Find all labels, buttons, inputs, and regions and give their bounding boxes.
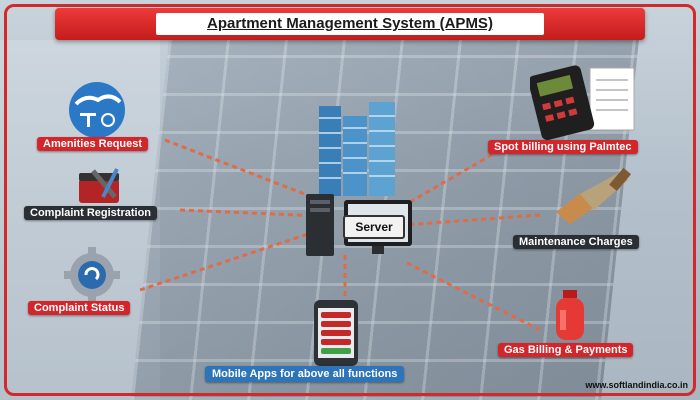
gear-icon <box>64 247 120 303</box>
amenities-request-label: Amenities Request <box>37 137 149 151</box>
website-url: www.softlandindia.co.in <box>585 380 688 390</box>
page-title: Apartment Management System (APMS) <box>207 15 493 32</box>
complaint-registration-label: Complaint Registration <box>24 206 158 220</box>
brush-icon <box>556 168 632 224</box>
connector-gas <box>404 260 541 332</box>
outer-frame <box>4 4 696 396</box>
gas-cylinder-icon <box>556 290 584 340</box>
spot-billing-label: Spot billing using Palmtec <box>488 140 638 154</box>
amenities-icon <box>69 82 125 138</box>
title-banner: Apartment Management System (APMS) <box>55 8 645 40</box>
connector-complaint-registration <box>179 208 321 218</box>
connector-complaint-status <box>139 228 321 292</box>
connector-amenities <box>164 138 321 202</box>
mobile-apps-label: Mobile Apps for above all functions <box>205 366 405 382</box>
palmtec-icon <box>530 65 635 140</box>
connector-maintenance <box>404 213 541 227</box>
building-icon <box>319 102 395 196</box>
server-label: Server <box>343 215 405 239</box>
mobile-phone-icon <box>314 300 358 366</box>
maintenance-charges-label: Maintenance Charges <box>513 235 639 249</box>
complaint-status-label: Complaint Status <box>28 301 131 315</box>
connector-spot-billing <box>404 148 501 207</box>
gas-billing-label: Gas Billing & Payments <box>498 343 634 357</box>
tools-icon <box>79 168 119 203</box>
